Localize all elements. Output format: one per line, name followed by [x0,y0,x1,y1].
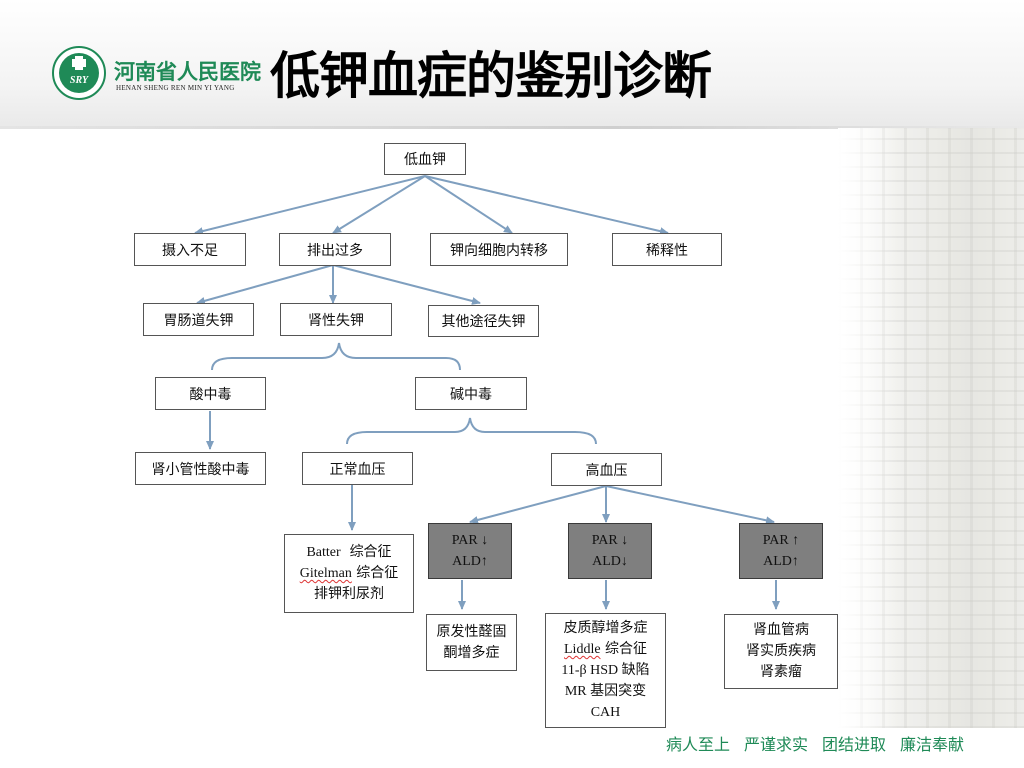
node-alkalosis: 碱中毒 [415,377,527,410]
node-label: 胃肠道失钾 [163,312,234,329]
node-other-loss: 其他途径失钾 [428,305,539,337]
ald-level: ALD↑ [763,554,799,569]
node-renal-loss: 肾性失钾 [280,303,392,336]
node-label: 稀释性 [646,242,688,259]
node-label: 酸中毒 [189,386,232,403]
hospital-pinyin: HENAN SHENG REN MIN YI YANG [116,84,235,92]
ald-level: ALD↑ [452,554,488,569]
par-level: PAR ↓ [591,533,629,548]
logo-monogram: SRY [70,75,89,86]
hospital-name: 河南省人民医院 [114,60,261,84]
node-label: 肾小管性酸中毒 [151,461,250,478]
node-gi-loss: 胃肠道失钾 [143,303,254,336]
node-hormone-box-3: PAR ↑ ALD↑ [739,523,823,579]
slogan-item: 病人至上 [666,735,731,754]
slogan-item: 团结进取 [822,735,887,754]
node-label: 正常血压 [329,461,386,478]
slogan-item: 严谨求实 [744,735,809,754]
node-intake-insufficient: 摄入不足 [134,233,246,266]
cause-line: MR 基因突变 [564,684,647,699]
header-band [0,0,1024,128]
par-level: PAR ↓ [451,533,489,548]
node-label: 排出过多 [307,242,363,259]
cause-line: 原发性醛固 [436,623,507,640]
node-mineralocorticoid-causes: 皮质醇增多症 Liddle 综合征 11-β HSD 缺陷 MR 基因突变 CA… [545,613,666,728]
photo-fade [838,128,898,728]
node-label: 低血钾 [404,152,446,168]
cause-line: CAH [590,705,621,720]
node-hormone-box-2: PAR ↓ ALD↓ [568,523,652,579]
footer-slogan: 病人至上严谨求实团结进取廉洁奉献 [666,731,964,755]
cause-line: Gitelman 综合征 [299,565,399,581]
node-excess-excretion: 排出过多 [279,233,391,266]
node-renal-tubular-acidosis: 肾小管性酸中毒 [135,452,266,485]
node-acidosis: 酸中毒 [155,377,266,410]
cause-line: Liddle 综合征 [564,641,647,657]
node-high-bp: 高血压 [551,453,662,486]
node-normal-bp: 正常血压 [302,452,413,485]
node-intracellular-shift: 钾向细胞内转移 [430,233,568,266]
cause-line: Batter 综合征 [306,544,392,560]
node-hormone-box-1: PAR ↓ ALD↑ [428,523,512,579]
node-label: 高血压 [585,462,628,479]
cause-line: 排钾利尿剂 [314,586,384,602]
node-primary-aldosteronism: 原发性醛固 酮增多症 [426,614,517,671]
hospital-logo-icon: SRY [52,46,106,100]
cause-line: 酮增多症 [443,644,500,661]
ald-level: ALD↓ [592,554,628,569]
header-divider [0,126,1024,129]
node-label: 其他途径失钾 [441,314,526,330]
node-label: 碱中毒 [450,386,492,403]
cause-line: 11-β HSD 缺陷 [561,663,650,678]
node-normal-bp-causes: Batter 综合征 Gitelman 综合征 排钾利尿剂 [284,534,414,613]
node-label: 肾性失钾 [308,312,364,329]
slide-title: 低钾血症的鉴别诊断 [270,47,712,105]
cause-line: 皮质醇增多症 [563,620,648,636]
node-label: 钾向细胞内转移 [450,242,548,259]
slogan-item: 廉洁奉献 [900,735,965,754]
node-dilutional: 稀释性 [612,233,722,266]
node-renal-causes: 肾血管病 肾实质疾病 肾素瘤 [724,614,838,689]
cause-line: 肾实质疾病 [746,643,816,659]
par-level: PAR ↑ [762,533,800,548]
node-label: 摄入不足 [162,242,218,259]
cause-line: 肾血管病 [753,622,809,638]
node-hypokalemia: 低血钾 [384,143,466,175]
cause-line: 肾素瘤 [760,664,802,680]
